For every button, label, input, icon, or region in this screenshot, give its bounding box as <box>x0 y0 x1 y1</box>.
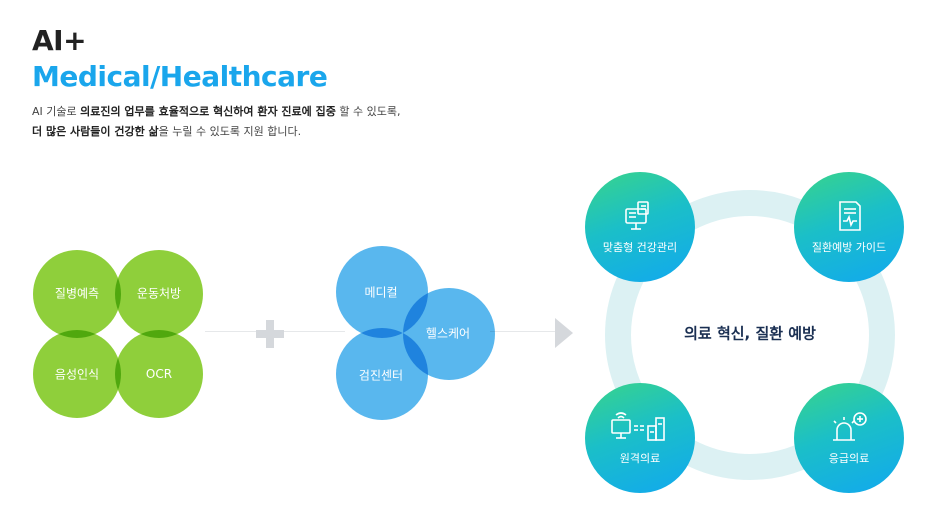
description-line-2: 더 많은 사람들이 건강한 삶을 누릴 수 있도록 지원 합니다. <box>32 122 400 142</box>
ring-item-label: 응급의료 <box>828 452 870 465</box>
blue-circle-checkup-center <box>336 328 428 420</box>
title-medical-healthcare: Medical/Healthcare <box>32 60 328 93</box>
arrow-right-icon <box>555 318 573 348</box>
desc-emphasis: 더 많은 사람들이 건강한 삶 <box>32 125 159 138</box>
kiosk-icon <box>625 201 649 230</box>
ring-item-label: 질환예방 가이드 <box>811 241 887 254</box>
ring-item-prevention-guide: 질환예방 가이드 <box>794 172 904 282</box>
green-circle-exercise-prescription <box>115 250 203 338</box>
ring-item-personal-health: 맞춤형 건강관리 <box>585 172 695 282</box>
label-exercise-prescription: 운동처방 <box>136 286 182 301</box>
desc-text: 을 누릴 수 있도록 지원 합니다. <box>158 125 302 138</box>
document-ecg-icon <box>839 201 861 231</box>
description-line-1: AI 기술로 의료진의 업무를 효율적으로 혁신하여 환자 진료에 집중 할 수… <box>32 102 400 122</box>
ring-item-label: 원격의료 <box>619 452 661 465</box>
label-medical: 메디컬 <box>364 285 398 300</box>
green-circle-ocr <box>115 330 203 418</box>
description: AI 기술로 의료진의 업무를 효율적으로 혁신하여 환자 진료에 집중 할 수… <box>32 102 400 142</box>
desc-emphasis: 의료진의 업무를 효율적으로 혁신하여 환자 진료에 집중 <box>80 105 336 118</box>
desc-text: AI 기술로 <box>32 105 81 118</box>
green-circle-disease-prediction <box>33 250 121 338</box>
label-ocr: OCR <box>145 367 173 381</box>
ring-center-title: 의료 혁신, 질환 예방 <box>684 324 816 343</box>
label-disease-prediction: 질병예측 <box>54 286 100 301</box>
label-voice-recognition: 음성인식 <box>54 367 100 382</box>
label-healthcare: 헬스케어 <box>425 326 471 341</box>
remote-monitor-icon <box>611 412 665 441</box>
ring-item-emergency: 응급의료 <box>794 383 904 493</box>
connector-line <box>490 331 560 332</box>
green-circle-voice-recognition <box>33 330 121 418</box>
ring-item-label: 맞춤형 건강관리 <box>602 241 678 254</box>
siren-plus-icon <box>833 412 867 441</box>
label-checkup-center: 검진센터 <box>358 368 404 383</box>
title-ai-plus: AI+ <box>32 24 87 57</box>
ring-item-telemedicine: 원격의료 <box>585 383 695 493</box>
plus-icon <box>256 320 284 348</box>
desc-text: 할 수 있도록, <box>335 105 401 118</box>
